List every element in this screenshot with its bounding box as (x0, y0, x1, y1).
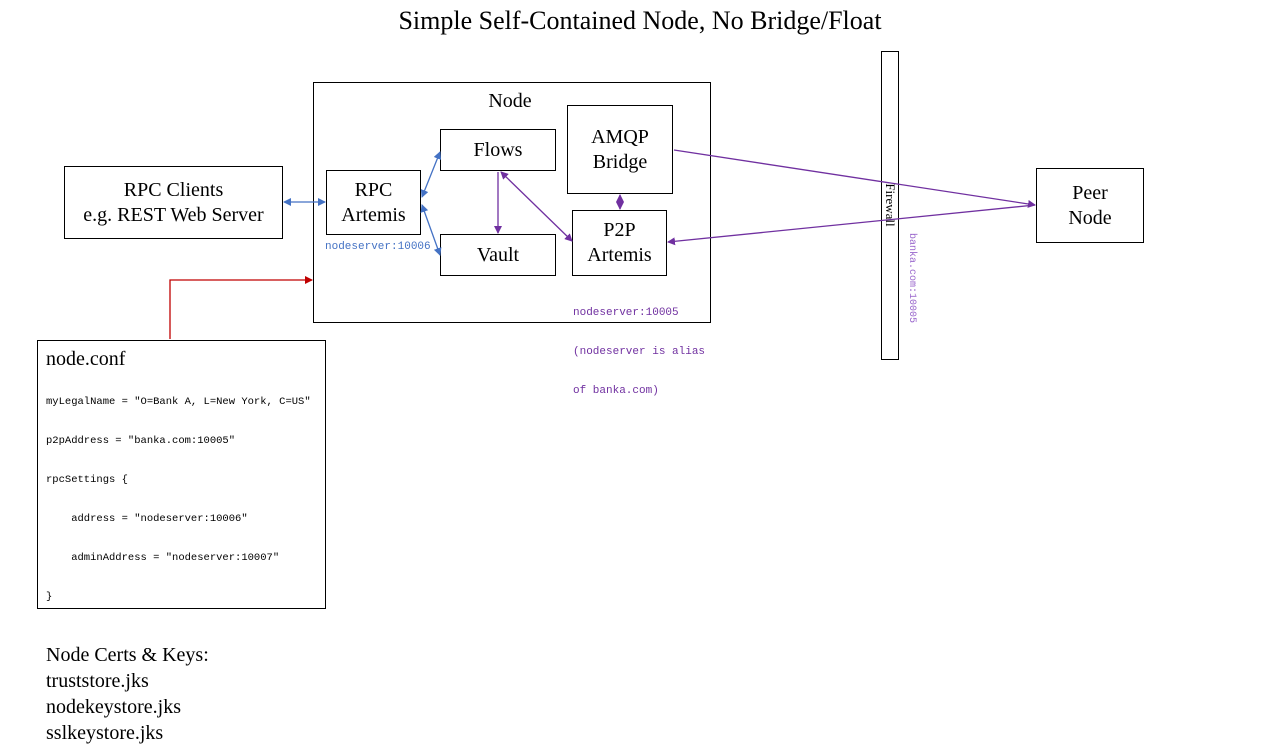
flows-box: Flows (440, 129, 556, 171)
amqp-bridge-line1: AMQP (591, 125, 649, 148)
peer-node-line1: Peer (1072, 181, 1108, 204)
bridge-peer-arrow (673, 149, 1036, 208)
rpc-clients-line2: e.g. REST Web Server (83, 203, 264, 226)
cert-file: nodekeystore.jks (46, 696, 181, 718)
artemis-vault-arrow (420, 204, 442, 256)
p2p-address-line: (nodeserver is alias (573, 346, 706, 358)
rpc-clients-line1: RPC Clients (123, 178, 224, 201)
amqp-bridge-box: AMQP Bridge (567, 105, 673, 194)
rpc-artemis-box: RPC Artemis (326, 170, 421, 235)
p2p-artemis-line2: Artemis (587, 244, 652, 266)
artemis-flows-arrow (420, 151, 442, 198)
node-conf-code: myLegalName = "O=Bank A, L=New York, C=U… (46, 370, 325, 630)
config-node-arrow (169, 276, 313, 339)
config-line: adminAddress = "nodeserver:10007" (46, 552, 280, 564)
config-line: } (46, 591, 53, 603)
amqp-bridge-line2: Bridge (592, 150, 648, 173)
p2p-artemis-line1: P2P (603, 219, 636, 241)
flows-p2p-arrow (500, 171, 573, 242)
rpc-clients-box: RPC Clients e.g. REST Web Server (64, 166, 283, 239)
diagram-title: Simple Self-Contained Node, No Bridge/Fl… (398, 6, 882, 35)
config-line: p2pAddress = "banka.com:10005" (46, 435, 236, 447)
cert-file: truststore.jks (46, 670, 149, 692)
config-line: address = "nodeserver:10006" (46, 513, 248, 525)
peer-p2p-arrow (667, 204, 1036, 246)
p2p-address-line: of banka.com) (573, 385, 659, 397)
node-conf-heading: node.conf (46, 348, 126, 370)
vault-label: Vault (476, 243, 520, 266)
flows-label: Flows (473, 138, 523, 161)
connector-layer (169, 149, 1036, 339)
config-line: rpcSettings { (46, 474, 128, 486)
config-line: myLegalName = "O=Bank A, L=New York, C=U… (46, 396, 311, 408)
rpc-artemis-line2: Artemis (341, 203, 406, 226)
p2p-address-line: nodeserver:10005 (573, 307, 679, 319)
p2p-address-label: nodeserver:10005 (nodeserver is alias of… (573, 281, 705, 411)
node-conf-box: node.conf myLegalName = "O=Bank A, L=New… (37, 340, 326, 744)
rpc-address-label: nodeserver:10006 (325, 241, 431, 253)
rpc-artemis-line1: RPC (354, 178, 393, 201)
peer-node-line2: Node (1068, 206, 1112, 229)
certs-heading: Node Certs & Keys: (46, 644, 209, 666)
p2p-artemis-box: P2P Artemis (572, 210, 667, 276)
cert-file: sslkeystore.jks (46, 722, 164, 744)
firewall-bar (881, 51, 899, 360)
node-label: Node (488, 90, 532, 112)
peer-node-box: Peer Node (1036, 168, 1144, 243)
